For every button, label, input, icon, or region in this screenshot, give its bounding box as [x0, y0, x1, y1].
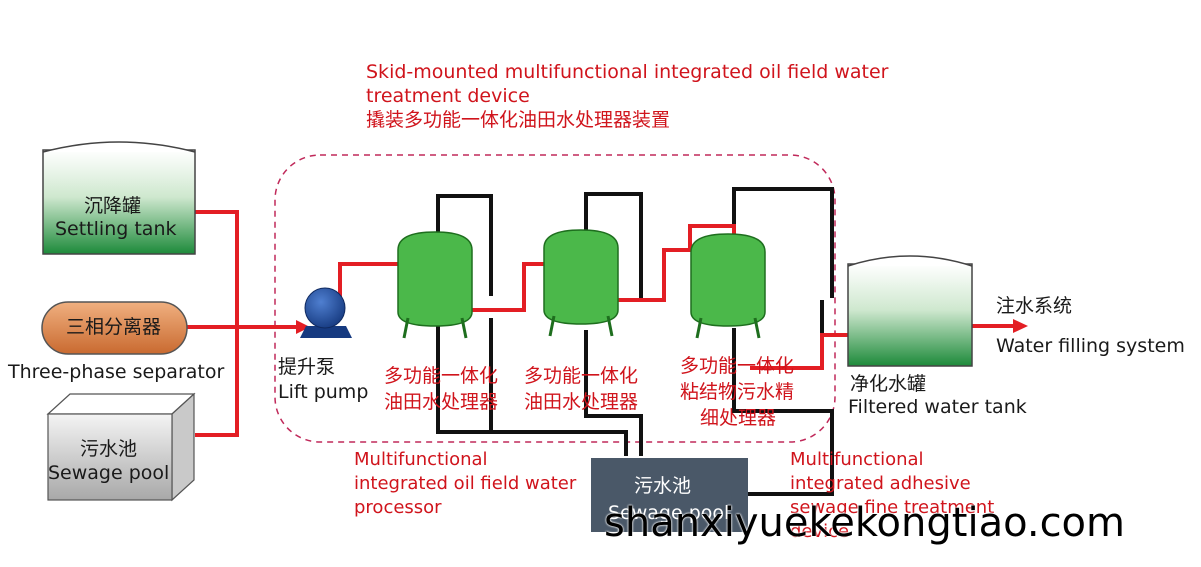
sewage-pool-left-zh: 污水池 — [80, 438, 138, 460]
three-phase-separator — [41, 301, 188, 355]
sewage-pool-center-zh: 污水池 — [634, 475, 692, 497]
vessel-2 — [543, 229, 619, 337]
sewage-pool-center-box — [591, 458, 748, 532]
processor-1-zh-2: 油田水处理器 — [384, 391, 499, 413]
arrow-to-pump — [296, 320, 310, 334]
filtered-water-tank — [847, 255, 973, 367]
lift-pump-en: Lift pump — [278, 381, 369, 403]
processor-1-zh-1: 多功能一体化 — [384, 365, 499, 387]
black-pipes — [436, 187, 834, 496]
title-line-1: Skid-mounted multifunctional integrated … — [366, 61, 889, 83]
water-filling-zh: 注水系统 — [996, 295, 1073, 317]
processor-3-zh-2: 粘结物污水精 — [680, 381, 795, 403]
fine-caption-4: device — [790, 521, 850, 542]
processor-2-zh-2: 油田水处理器 — [524, 391, 639, 413]
fine-caption-1: Multifunctional — [790, 449, 924, 470]
fine-caption-2: integrated adhesive — [790, 473, 971, 494]
title-zh: 撬装多功能一体化油田水处理器装置 — [366, 109, 671, 131]
filtered-tank-zh: 净化水罐 — [850, 373, 927, 395]
processor-3-zh-1: 多功能一体化 — [680, 355, 795, 377]
processor-caption-3: processor — [354, 497, 442, 518]
sewage-pool-left-en: Sewage pool — [48, 462, 170, 484]
water-filling-en: Water filling system — [996, 335, 1185, 357]
settling-tank-en: Settling tank — [55, 218, 177, 240]
separator-en: Three-phase separator — [8, 361, 225, 383]
filtered-tank-en: Filtered water tank — [848, 396, 1027, 418]
skid-boundary — [274, 154, 836, 443]
processor-caption-1: Multifunctional — [354, 449, 488, 470]
settling-tank-zh: 沉降罐 — [84, 195, 142, 217]
processor-2-zh-1: 多功能一体化 — [524, 365, 639, 387]
vessel-3 — [690, 233, 766, 339]
vessel-1 — [397, 231, 473, 339]
watermark: shanxiyuekekongtiao.com — [604, 500, 1125, 546]
settling-tank — [42, 141, 196, 255]
sewage-pool-left-box — [46, 392, 196, 502]
red-pipes — [187, 210, 1015, 437]
title-line-2: treatment device — [366, 85, 530, 107]
fine-caption-3: sewage fine treatment — [790, 497, 995, 518]
lift-pump — [300, 287, 352, 338]
processor-caption-2: integrated oil field water — [354, 473, 577, 494]
separator-zh: 三相分离器 — [66, 316, 162, 338]
lift-pump-zh: 提升泵 — [278, 356, 336, 378]
processor-3-zh-3: 细处理器 — [700, 407, 777, 429]
sewage-pool-center-en: Sewage pool — [608, 502, 730, 524]
arrow-to-water-filling — [1013, 319, 1028, 333]
